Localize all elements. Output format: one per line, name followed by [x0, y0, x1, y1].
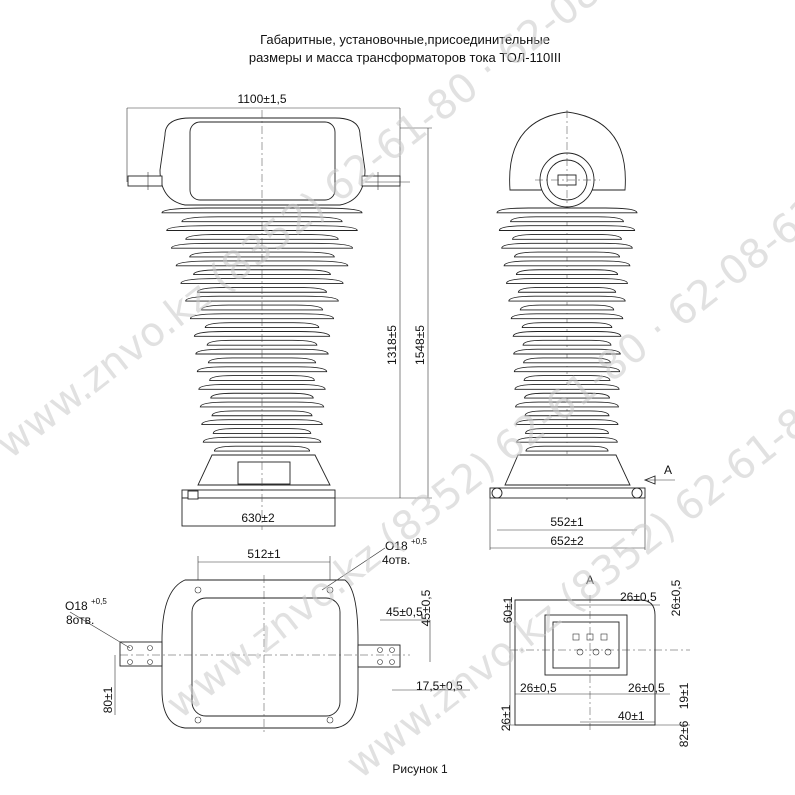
insulator-shed: [517, 286, 617, 293]
insulator-shed: [510, 313, 624, 320]
dim-60: 60±1: [501, 596, 515, 623]
insulator-shed: [525, 445, 609, 452]
insulator-shed: [180, 278, 344, 284]
insulator-shed: [501, 242, 633, 249]
insulator-shed: [524, 392, 610, 399]
hole4-tolerance: +0,5: [411, 537, 427, 546]
dim-80: 80±1: [101, 686, 115, 713]
side-insulator-sheds: [496, 207, 638, 452]
insulator-shed: [514, 383, 620, 390]
view-a-arrow-label: A: [664, 463, 672, 477]
insulator-shed: [512, 331, 622, 337]
insulator-shed: [181, 216, 343, 223]
insulator-shed: [514, 251, 620, 258]
insulator-shed: [211, 410, 313, 417]
dim-17-5: 17,5±0,5: [416, 679, 463, 693]
insulator-shed: [503, 260, 631, 267]
dim-width-top: 1100±1,5: [237, 92, 286, 106]
top-view: 512±1 О18 +0,5 4отв. О18: [65, 537, 470, 735]
dim-base-652: 652±2: [550, 534, 584, 548]
insulator-shed: [519, 304, 615, 311]
insulator-shed: [513, 348, 621, 355]
insulator-shed: [506, 278, 628, 284]
insulator-shed: [525, 428, 609, 434]
insulator-shed: [524, 410, 610, 417]
view-a-detail: A 60±1 26±0,5 26±0,5 26±0,5 26±0,5 26±1 …: [499, 573, 691, 747]
insulator-shed: [515, 269, 619, 276]
insulator-shed: [523, 357, 611, 364]
insulator-shed: [498, 225, 636, 231]
hole8-tolerance: +0,5: [91, 597, 107, 606]
dim-26-left: 26±0,5: [520, 681, 557, 695]
dim-base-630: 630±2: [241, 511, 275, 525]
insulator-shed: [496, 207, 638, 214]
insulator-shed: [207, 357, 317, 364]
insulator-shed: [201, 419, 323, 426]
dim-base-552: 552±1: [550, 515, 584, 529]
dim-height-1318: 1318±5: [385, 325, 399, 365]
dim-26-mid: 26±0,5: [628, 681, 665, 695]
dim-26-vertical: 26±1: [499, 704, 513, 731]
insulator-shed: [516, 436, 618, 443]
insulator-shed: [193, 331, 331, 337]
dim-19: 19±1: [677, 682, 691, 709]
insulator-shed: [185, 234, 339, 240]
dim-45-vertical: 45±0,5: [419, 589, 433, 626]
title-line-1: Габаритные, установочные,присоединительн…: [260, 32, 550, 47]
insulator-shed: [512, 234, 622, 240]
insulator-shed: [521, 322, 613, 328]
terminal-holes: [572, 633, 612, 656]
hole4-diameter: О18: [385, 539, 408, 553]
insulator-shed: [515, 401, 619, 408]
dim-82: 82±6: [677, 720, 691, 747]
bolt-holes: [127, 586, 395, 724]
insulator-shed: [515, 419, 619, 426]
dim-26-right: 26±0,5: [669, 579, 683, 616]
hole8-diameter: О18: [65, 599, 88, 613]
hole8-count: 8отв.: [66, 613, 94, 627]
insulator-shed: [522, 339, 612, 346]
view-a-label: A: [586, 573, 594, 587]
insulator-shed: [508, 295, 626, 302]
insulator-shed: [189, 313, 335, 320]
insulator-shed: [175, 260, 349, 267]
dim-40: 40±1: [618, 709, 645, 723]
insulator-shed: [513, 366, 621, 373]
insulator-shed: [206, 339, 318, 346]
insulator-shed: [202, 436, 322, 443]
side-view: A 552±1 652±2: [489, 110, 675, 550]
dim-26-top: 26±0,5: [620, 590, 657, 604]
insulator-shed: [510, 216, 624, 223]
title-line-2: размеры и масса трансформаторов тока ТОЛ…: [249, 50, 561, 65]
insulator-shed: [523, 375, 611, 381]
insulator-shed: [210, 392, 314, 399]
figure-caption: Рисунок 1: [392, 762, 448, 776]
dim-512: 512±1: [247, 547, 281, 561]
hole4-count: 4отв.: [382, 553, 410, 567]
dim-height-1548: 1548±5: [413, 325, 427, 365]
dim-45-horizontal: 45±0,5: [386, 605, 423, 619]
front-view: 1100±1,5 1318±5 1548±5 630±2: [126, 92, 432, 530]
